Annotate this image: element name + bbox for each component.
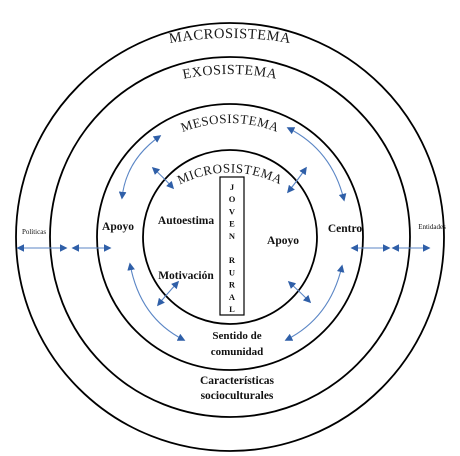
center-letter: V	[229, 206, 236, 216]
label-caracteristicas-line2: socioculturales	[201, 390, 274, 402]
center-letter: J	[230, 182, 235, 192]
microsystem-ring	[142, 149, 318, 325]
center-letter: U	[229, 267, 235, 277]
joven-rural-box	[219, 176, 245, 316]
macrosystem-ring	[15, 22, 445, 452]
relation-arrows	[16, 127, 431, 341]
arrow-upper-right-inner	[287, 166, 307, 194]
label-sentido-line1: Sentido de	[212, 330, 261, 342]
macrosystem-title: MACROSISTEMA	[168, 26, 292, 47]
label-centro: Centro	[328, 223, 363, 235]
arrow-lower-left-inner	[157, 280, 180, 307]
arrow-lower-left-outer	[127, 262, 186, 341]
arrow-lower-right-inner	[287, 280, 312, 304]
arrow-lower-right-outer	[284, 264, 345, 341]
label-sentido-line2: comunidad	[211, 346, 264, 358]
label-motivacion: Motivación	[158, 270, 214, 282]
label-caracteristicas-line1: Características	[200, 375, 275, 387]
exosystem-title: EXOSISTEMA	[181, 63, 279, 83]
arrow-upper-left-outer	[118, 135, 162, 200]
arrow-upper-right-outer	[286, 127, 347, 202]
label-politicas: Políticas	[22, 228, 46, 236]
center-letter: R	[229, 280, 236, 290]
mesosystem-ring	[96, 103, 364, 371]
arrow-upper-left-inner	[151, 166, 175, 190]
center-letter: E	[229, 219, 235, 229]
mesosystem-title: MESOSISTEMA	[179, 111, 282, 135]
exosystem-ring	[49, 56, 411, 418]
center-letter: L	[229, 304, 235, 314]
center-letter: A	[229, 292, 236, 302]
center-letter: R	[229, 255, 236, 265]
label-apoyo-micro: Apoyo	[267, 235, 299, 247]
label-apoyo-meso: Apoyo	[102, 221, 134, 233]
label-autoestima: Autoestima	[158, 215, 214, 227]
center-letter: N	[229, 231, 236, 241]
center-letter: O	[229, 194, 236, 204]
label-entidades: Entidades	[418, 223, 446, 231]
